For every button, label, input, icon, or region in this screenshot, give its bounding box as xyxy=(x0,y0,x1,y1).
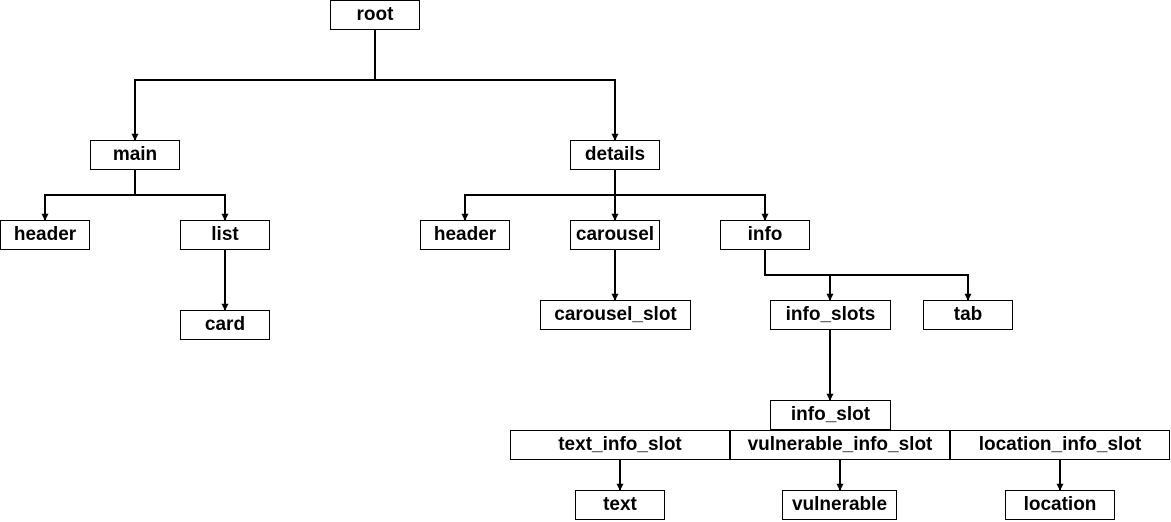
node-details: details xyxy=(570,140,660,170)
node-main: main xyxy=(90,140,180,170)
node-info-slot: info_slot xyxy=(770,400,891,430)
node-carousel-slot: carousel_slot xyxy=(540,300,691,330)
node-root: root xyxy=(330,0,420,30)
node-text: text xyxy=(575,490,665,520)
node-info: info xyxy=(720,220,810,250)
edge-main-list xyxy=(135,194,229,221)
edge-main-header xyxy=(41,170,136,221)
edge-info-tab xyxy=(830,274,972,301)
node-carousel: carousel xyxy=(570,220,660,250)
edge-root-main xyxy=(131,30,376,141)
node-list: list xyxy=(180,220,270,250)
edge-details-info xyxy=(615,194,769,221)
node-main-header: header xyxy=(0,220,90,250)
node-vulnerable-info-slot: vulnerable_info_slot xyxy=(730,430,950,460)
node-text-info-slot: text_info_slot xyxy=(510,430,730,460)
node-info-slots: info_slots xyxy=(770,300,891,330)
edge-root-details xyxy=(375,79,619,141)
edge-details-header xyxy=(461,170,616,221)
edge-info-info-slots xyxy=(764,250,834,301)
node-vulnerable: vulnerable xyxy=(782,490,897,520)
node-details-header: header xyxy=(420,220,510,250)
node-location: location xyxy=(1005,490,1115,520)
node-card: card xyxy=(180,310,270,340)
node-location-info-slot: location_info_slot xyxy=(950,430,1170,460)
node-tab: tab xyxy=(923,300,1013,330)
